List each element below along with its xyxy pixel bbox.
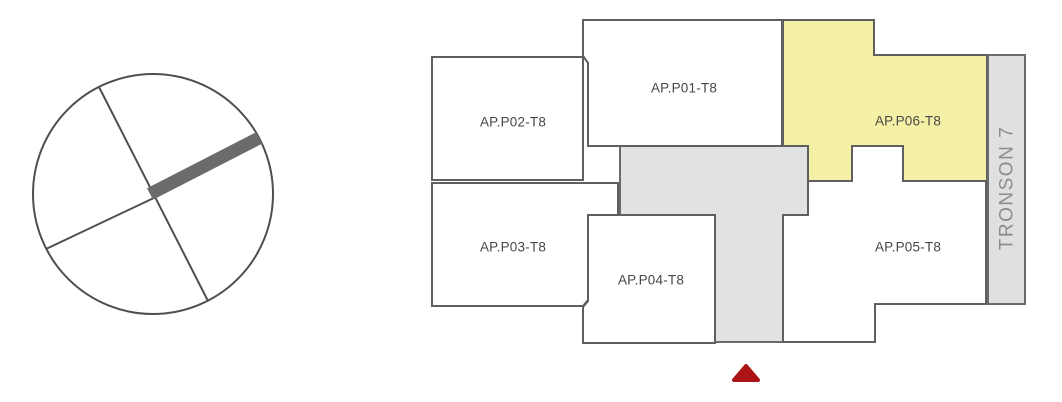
apartment-label-ap-p06-t8: AP.P06-T8 bbox=[875, 114, 941, 129]
apartment-label-ap-p02-t8: AP.P02-T8 bbox=[480, 115, 546, 130]
section-bar bbox=[987, 54, 1026, 305]
entrance-marker-icon bbox=[732, 364, 760, 382]
apartment-label-ap-p04-t8: AP.P04-T8 bbox=[618, 273, 684, 288]
apartment-label-ap-p01-t8: AP.P01-T8 bbox=[651, 81, 717, 96]
section-bar-label: TRONSON 7 bbox=[997, 126, 1018, 250]
apartment-label-ap-p03-t8: AP.P03-T8 bbox=[480, 240, 546, 255]
orientation-compass bbox=[32, 73, 274, 315]
compass-crosshair-line bbox=[45, 195, 159, 250]
apartment-shape-ap-p06-t8[interactable] bbox=[782, 19, 988, 182]
apartment-label-ap-p05-t8: AP.P05-T8 bbox=[875, 240, 941, 255]
apartment-shape-ap-p02-t8[interactable] bbox=[431, 56, 584, 181]
compass-circle bbox=[32, 73, 274, 315]
floor-plan: TRONSON 7 AP.P01-T8 AP.P02-T8 AP.P03-T8 … bbox=[431, 19, 1026, 382]
apartment-shape-ap-p04-t8[interactable] bbox=[582, 214, 716, 344]
compass-direction-indicator bbox=[147, 132, 262, 200]
